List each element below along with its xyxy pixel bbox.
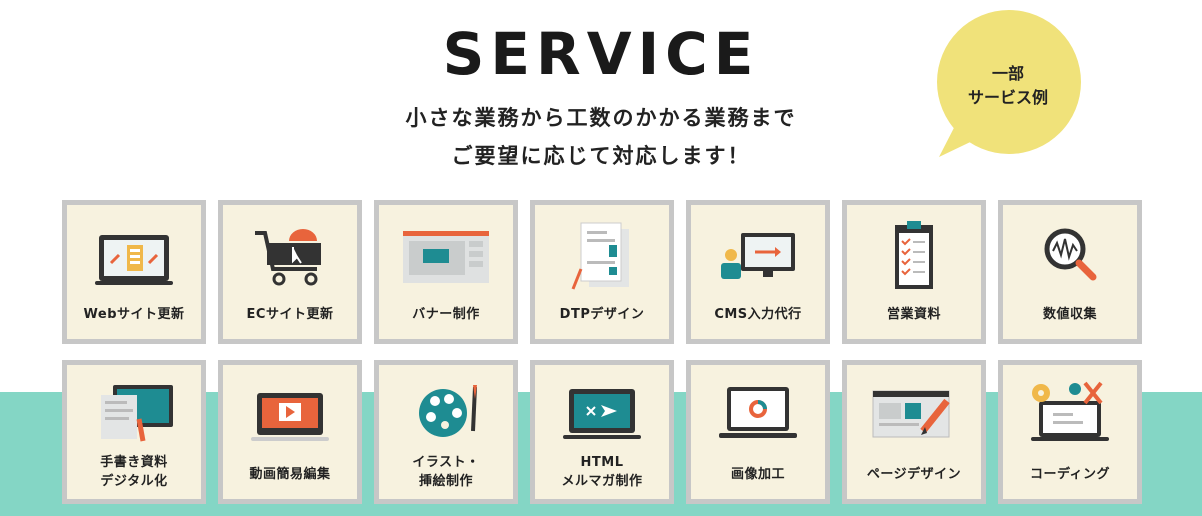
badge-line-2: サービス例 (967, 88, 1048, 107)
web-update-icon (95, 235, 173, 285)
image-edit-icon (719, 387, 797, 438)
service-card-cms[interactable]: CMS入力代行 (686, 200, 830, 344)
dtp-document-icon (571, 222, 629, 290)
page-title: SERVICE (442, 20, 760, 88)
cms-presenter-icon (721, 233, 795, 279)
service-label: DTPデザイン (559, 307, 645, 322)
service-label: CMS入力代行 (714, 307, 802, 322)
service-card-illustration[interactable]: イラスト・ 挿絵制作 (374, 360, 518, 504)
service-card-coding[interactable]: コーディング (998, 360, 1142, 504)
service-label: 動画簡易編集 (249, 467, 331, 482)
service-card-web-update[interactable]: Webサイト更新 (62, 200, 206, 344)
speech-bubble-badge (937, 10, 1081, 157)
service-card-image-edit[interactable]: 画像加工 (686, 360, 830, 504)
service-label: 手書き資料 デジタル化 (67, 453, 201, 491)
service-label-line: 手書き資料 (100, 455, 168, 470)
service-card-page-design[interactable]: ページデザイン (842, 360, 986, 504)
service-card-video-edit[interactable]: 動画簡易編集 (218, 360, 362, 504)
html-mail-icon (563, 389, 641, 439)
service-label: 画像加工 (730, 467, 785, 482)
service-label: イラスト・ 挿絵制作 (379, 453, 513, 491)
service-label-line: デジタル化 (100, 474, 168, 489)
service-label: ページデザイン (866, 467, 962, 482)
service-card-html-mail[interactable]: HTML メルマガ制作 (530, 360, 674, 504)
subtitle-line-2: ご要望に応じて対応します！ (451, 144, 751, 168)
service-card-banner[interactable]: バナー制作 (374, 200, 518, 344)
service-label: ECサイト更新 (246, 307, 334, 322)
service-card-handwriting-digitize[interactable]: 手書き資料 デジタル化 (62, 360, 206, 504)
service-label-line: メルマガ制作 (561, 474, 643, 489)
service-card-dtp[interactable]: DTPデザイン (530, 200, 674, 344)
video-play-icon (251, 393, 329, 441)
shopping-cart-icon (255, 229, 321, 286)
page-design-icon (872, 390, 950, 438)
service-card-data-collection[interactable]: 数値収集 (998, 200, 1142, 344)
service-label-line: イラスト・ (412, 455, 480, 470)
badge-line-1: 一部 (991, 64, 1024, 83)
service-label: バナー制作 (412, 307, 480, 322)
palette-brush-icon (419, 385, 477, 437)
subtitle-line-1: 小さな業務から工数のかかる業務まで (405, 106, 797, 130)
clipboard-checklist-icon (895, 221, 933, 289)
service-card-sales-material[interactable]: 営業資料 (842, 200, 986, 344)
service-label: コーディング (1029, 467, 1111, 482)
service-label: 営業資料 (886, 307, 941, 322)
service-card-ec-update[interactable]: ECサイト更新 (218, 200, 362, 344)
badge-text: 一部 サービス例 (929, 62, 1087, 110)
service-label-line: HTML (580, 455, 624, 470)
service-label: Webサイト更新 (83, 307, 185, 322)
magnifier-chart-icon (1044, 228, 1097, 281)
service-label-line: 挿絵制作 (418, 474, 473, 489)
service-label: 数値収集 (1042, 307, 1097, 322)
handwriting-digital-icon (101, 385, 173, 442)
coding-gears-icon (1031, 381, 1109, 441)
service-label: HTML メルマガ制作 (535, 453, 669, 491)
banner-icon (403, 231, 489, 283)
service-grid: Webサイト更新 ECサイト更新 バナー制作 (62, 200, 1142, 505)
